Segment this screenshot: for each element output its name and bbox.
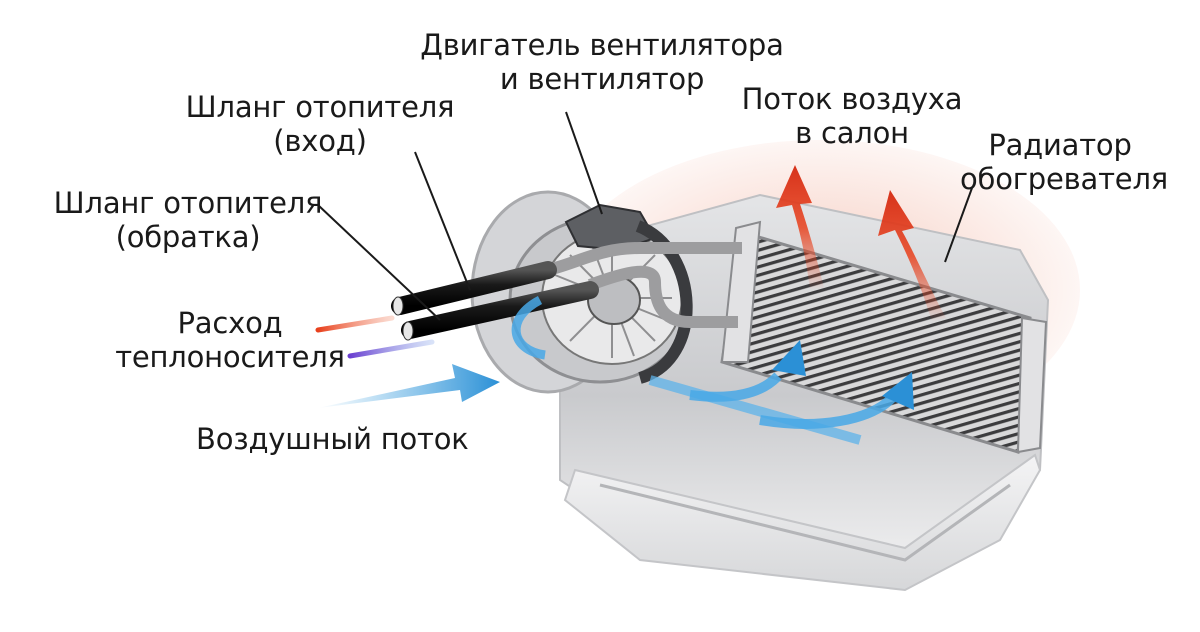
hose-inlet xyxy=(391,261,557,315)
blue-flow-upper xyxy=(689,372,782,402)
label-hose-return-line1: Шланг отопителя xyxy=(53,186,323,220)
label-fan-motor-line2: и вентилятор xyxy=(499,62,705,96)
label-fan-motor: Двигатель вентилятора и вентилятор xyxy=(412,28,792,96)
coolant-hot-arrow xyxy=(315,315,395,333)
leader-hose-inlet xyxy=(414,151,471,291)
radiator-pipe-outlet xyxy=(587,265,738,328)
coolant-return-arrow xyxy=(347,339,435,359)
label-air-flow: Воздушный поток xyxy=(196,422,516,456)
label-hose-inlet-line2: (вход) xyxy=(273,124,367,158)
blue-flow-curve xyxy=(511,295,546,360)
label-air-flow-text: Воздушный поток xyxy=(196,422,469,456)
label-heater-radiator-line2: обогревателя xyxy=(960,162,1169,196)
blue-arrow-2 xyxy=(882,372,914,410)
label-hose-return: Шланг отопителя (обратка) xyxy=(38,186,338,254)
label-coolant-flow-line1: Расход xyxy=(177,306,283,340)
hose-return xyxy=(401,281,599,339)
hot-air-arrow-left xyxy=(776,165,824,290)
tray-inner xyxy=(599,483,1011,562)
label-fan-motor-line1: Двигатель вентилятора xyxy=(420,28,784,62)
label-cabin-airflow-line2: в салон xyxy=(795,116,909,150)
incoming-air-arrow xyxy=(318,364,500,408)
label-hose-inlet: Шланг отопителя (вход) xyxy=(170,90,470,158)
leader-lines xyxy=(317,111,973,321)
hose-inlet-end xyxy=(392,296,404,316)
label-coolant-flow: Расход теплоносителя xyxy=(100,306,360,374)
hot-air-arrow-right xyxy=(878,190,946,322)
label-hose-inlet-line1: Шланг отопителя xyxy=(185,90,455,124)
label-heater-radiator: Радиатор обогревателя xyxy=(960,128,1169,196)
label-heater-radiator-line1: Радиатор xyxy=(988,128,1132,162)
label-cabin-airflow-line1: Поток воздуха xyxy=(741,82,963,116)
label-cabin-airflow: Поток воздуха в салон xyxy=(722,82,982,150)
leader-fan xyxy=(565,111,603,215)
radiator-pipe-inlet xyxy=(546,242,742,276)
blower-rim xyxy=(635,220,693,384)
blue-flow-lower xyxy=(648,375,862,445)
leader-radiator xyxy=(944,187,973,263)
housing-tray xyxy=(563,453,1042,592)
blue-flow-2 xyxy=(759,394,896,429)
label-coolant-flow-line2: теплоносителя xyxy=(115,340,345,374)
label-hose-return-line2: (обратка) xyxy=(115,220,261,254)
blue-arrow-1 xyxy=(772,340,806,376)
leader-hose-return xyxy=(317,204,441,321)
hose-return-end xyxy=(402,321,414,341)
